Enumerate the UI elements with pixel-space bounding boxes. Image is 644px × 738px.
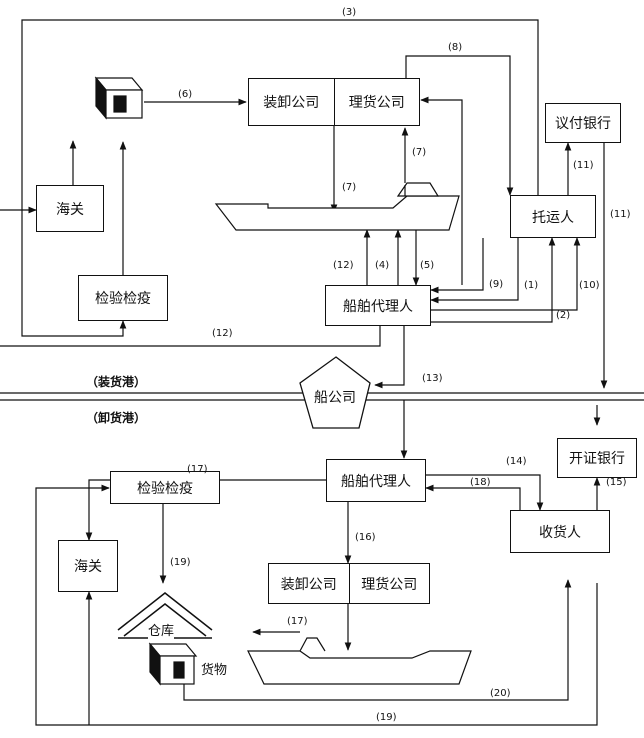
customs-box-loading: 海关 [36,185,104,232]
ship-agent-box-discharge: 船舶代理人 [326,459,426,502]
arrow-19b [35,484,598,726]
step-label-11b: (11) [610,209,631,220]
stevedore-company: 装卸公司 [263,95,320,111]
step-label-14: (14) [506,456,527,467]
step-label-1: (1) [524,280,539,291]
step-label-6: (6) [178,89,193,100]
step-label-9: (9) [489,279,504,290]
step-label-7a: (7) [342,182,357,193]
step-label-17a: (17) [187,464,208,475]
ship-agent-label: 船舶代理人 [341,473,411,490]
step-label-13: (13) [422,373,443,384]
step-label-20: (20) [490,688,511,699]
ship-agent-box-loading: 船舶代理人 [325,285,431,326]
consignee-label: 收货人 [539,524,581,541]
step-label-19a: (19) [170,557,191,568]
loading-ship [214,182,460,231]
tally-company: 理货公司 [333,79,420,125]
inspection-label: 检验检疫 [137,480,193,497]
step-label-8: (8) [448,42,463,53]
arrow-2 [431,237,556,323]
arrow-to-tally [420,96,463,285]
step-label-15: (15) [606,477,627,488]
inspection-box-discharge: 检验检疫 [110,471,220,504]
issuing-bank-label: 开证银行 [569,451,625,467]
stevedore-tally-box-discharge: 装卸公司 理货公司 [268,563,430,604]
arrow-17a [85,479,326,541]
issuing-bank-box: 开证银行 [557,438,637,478]
step-label-16: (16) [355,532,376,543]
discharge-ship [247,637,472,685]
step-label-2: (2) [556,310,571,321]
negotiating-bank-box: 议付银行 [545,103,621,143]
step-label-17b: (17) [287,616,308,627]
arrow-13 [374,326,405,389]
step-label-4: (4) [375,260,390,271]
warehouse-label: 仓库 [148,620,175,639]
shipper-box: 托运人 [510,195,596,238]
arrow-20 [183,579,572,701]
negotiating-bank-label: 议付银行 [555,116,611,132]
stevedore-company: 装卸公司 [280,576,337,593]
step-label-11a: (11) [573,160,594,171]
arrow-10 [431,237,581,311]
arrow-3 [21,19,539,337]
arrow-1 [430,238,519,304]
step-label-19b: (19) [376,712,397,723]
customs-box-discharge: 海关 [58,540,118,592]
consignee-box: 收货人 [510,510,610,553]
ship-agent-label: 船舶代理人 [343,298,413,315]
tally-company: 理货公司 [348,564,430,603]
inspection-box-loading: 检验检疫 [78,275,168,321]
step-label-7b: (7) [412,147,427,158]
shipper-label: 托运人 [532,209,574,226]
inspection-label: 检验检疫 [95,291,151,307]
cargo-label: 货物 [201,663,228,678]
step-label-10: (10) [579,280,600,291]
cargo-container-icon [94,76,144,120]
loading-port-title: （装货港） [86,375,147,389]
shipping-company-pentagon [299,356,371,429]
shipping-company-label: 船公司 [314,390,356,406]
customs-label: 海关 [56,201,84,218]
step-label-18: (18) [470,477,491,488]
step-label-12b: (12) [212,328,233,339]
step-label-5: (5) [420,260,435,271]
step-label-3: (3) [342,7,357,18]
arrow-12b [0,326,381,347]
discharge-cargo-icon [148,642,198,686]
stevedore-tally-box-loading: 装卸公司 理货公司 [248,78,420,126]
arrow-18 [425,484,521,510]
customs-label: 海关 [74,559,102,575]
arrow-14 [426,474,544,511]
step-label-12a: (12) [333,260,354,271]
arrow-9 [430,238,484,294]
discharge-port-title: （卸货港） [86,411,147,425]
arrow-8 [405,55,514,196]
